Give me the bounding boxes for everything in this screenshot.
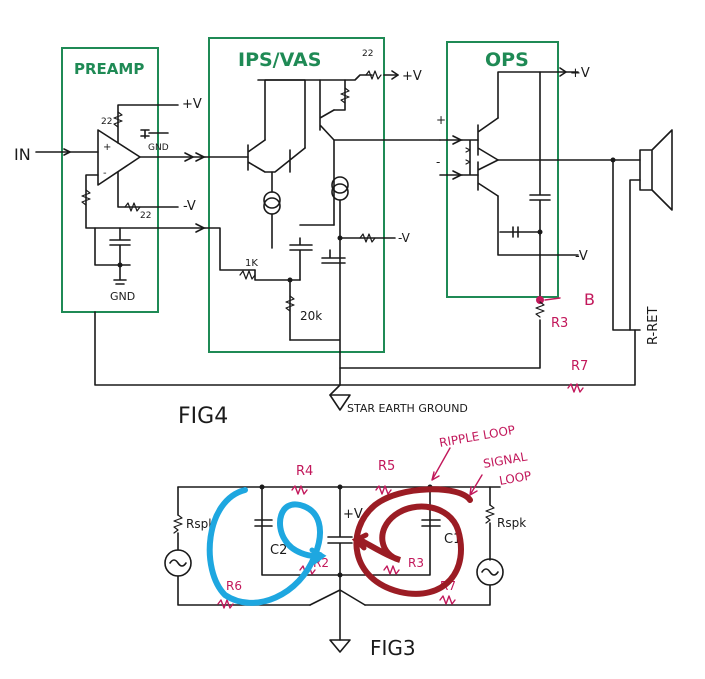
svg-text:-V: -V — [575, 249, 588, 264]
svg-text:-V: -V — [183, 199, 196, 214]
fig4-r3-label: R3 — [551, 316, 568, 331]
ops-block — [446, 41, 559, 298]
star-ground-label: STAR EARTH GROUND — [347, 402, 468, 415]
svg-text:22: 22 — [140, 211, 151, 221]
svg-text:1K: 1K — [245, 258, 258, 269]
star-ground-icon — [329, 394, 351, 411]
speaker-icon — [639, 129, 673, 211]
node-b — [536, 296, 544, 304]
fig4-caption: FIG4 — [178, 404, 228, 429]
svg-text:22: 22 — [362, 49, 373, 59]
ripple-loop — [353, 486, 473, 597]
c2-label: C2 — [270, 543, 287, 558]
input-label: IN — [14, 145, 31, 164]
ips-vas-title: IPS/VAS — [238, 49, 321, 71]
r4-label: R4 — [296, 464, 313, 479]
r7-label: R7 — [571, 359, 588, 374]
plus-v-label: +V — [343, 507, 363, 522]
ripple-loop-label: RIPPLE LOOP — [438, 423, 516, 450]
fig3-r3-label: R3 — [408, 556, 424, 570]
ips-diff-pair — [247, 139, 306, 173]
fig3-caption: FIG3 — [370, 636, 416, 660]
node-b-label: B — [584, 290, 595, 309]
svg-text:+V: +V — [402, 69, 422, 84]
svg-text:-: - — [103, 168, 107, 179]
preamp-title: PREAMP — [74, 60, 144, 78]
svg-text:-: - — [436, 155, 440, 169]
svg-text:+V: +V — [570, 66, 590, 81]
svg-text:-V: -V — [398, 231, 411, 245]
svg-text:+V: +V — [182, 97, 202, 112]
preamp-block — [61, 47, 159, 313]
svg-text:20k: 20k — [300, 309, 322, 323]
r6-label: R6 — [226, 579, 242, 593]
r5-label: R5 — [378, 459, 395, 474]
rspk-left-label: Rspk — [186, 517, 215, 531]
svg-text:+: + — [103, 142, 111, 153]
ops-title: OPS — [485, 49, 529, 71]
svg-text:GND: GND — [148, 143, 169, 153]
rspk-right-label: Rspk — [497, 516, 526, 530]
r-ret-label: R-RET — [646, 307, 661, 345]
signal-loop-label-1: SIGNAL — [482, 449, 528, 471]
svg-text:GND: GND — [110, 290, 135, 303]
ips-vas-block — [208, 37, 385, 353]
signal-loop-label-2: LOOP — [498, 469, 532, 488]
svg-text:22: 22 — [101, 117, 112, 127]
vas-current-source — [331, 176, 349, 194]
preamp-opamp — [97, 129, 141, 186]
svg-text:+: + — [436, 113, 446, 127]
fig3-schematic: Rspk Rspk +V R4 R5 R2 R3 R6 — [164, 423, 532, 660]
fig4-schematic: PREAMP IPS/VAS OPS IN + - GND 22 +V 22 -… — [14, 37, 673, 429]
fig3-ground-icon — [329, 639, 351, 653]
ops-output-transistors — [477, 117, 499, 197]
